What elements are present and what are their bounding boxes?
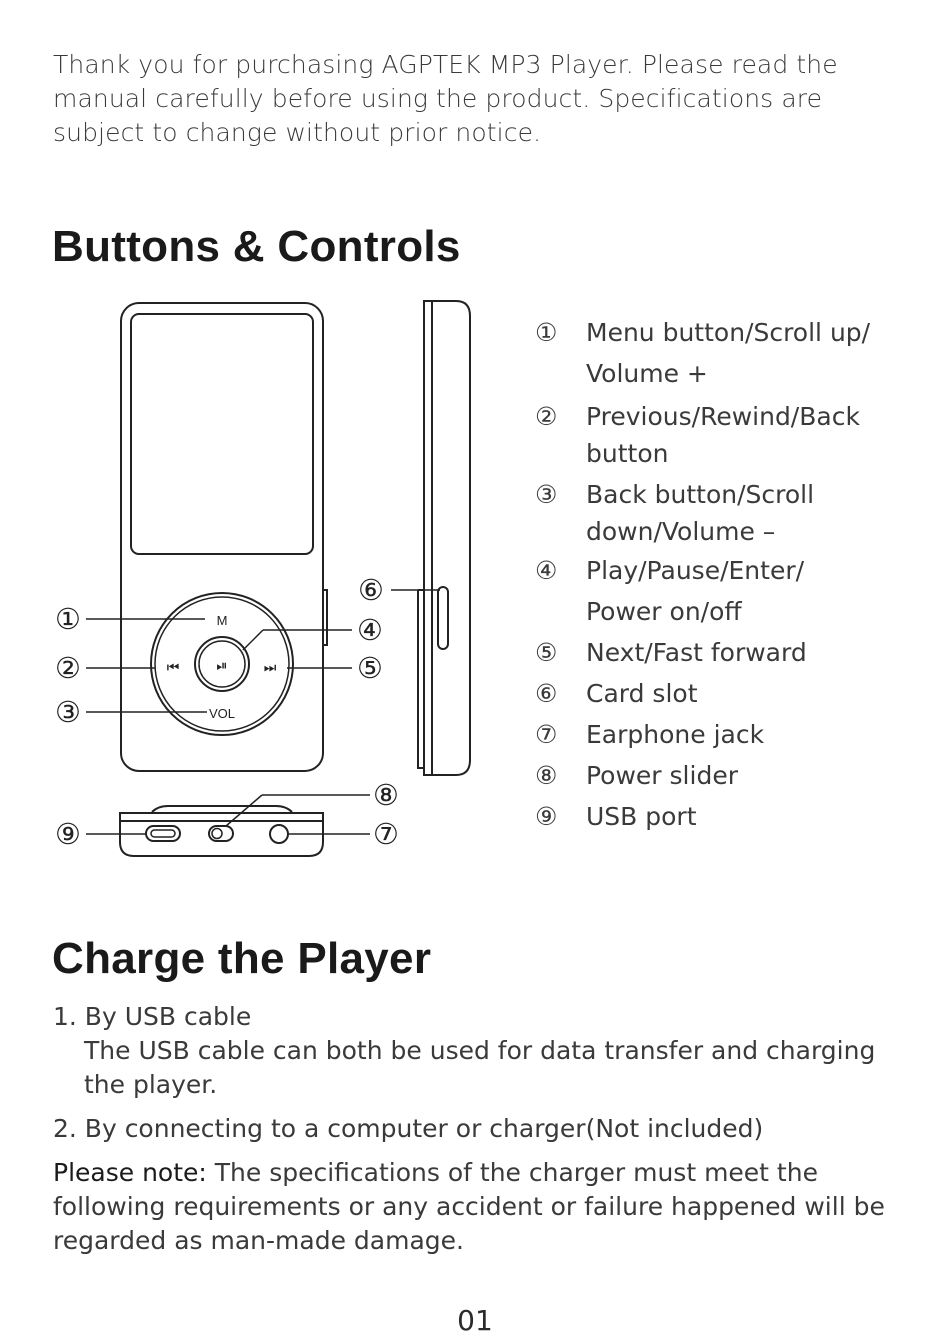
menu-button-label: M <box>217 613 228 628</box>
player-bottom-top-edge <box>151 805 293 813</box>
charge-item-1-title: 1. By USB cable <box>53 1002 252 1031</box>
legend-item: ⑤ Next/Fast forward <box>535 632 935 673</box>
front-side-nub <box>323 589 328 646</box>
player-side-view <box>423 300 471 776</box>
callout-8: ⑧ <box>373 778 399 812</box>
player-diagram: M VOL ⏮ ⏭ ⏯ ① ② ③ ④ ⑤ ⑥ ⑦ ⑧ ⑨ <box>55 300 471 857</box>
player-front-body <box>120 302 324 772</box>
callout-6: ⑥ <box>358 573 384 607</box>
power-slider-icon <box>208 825 234 842</box>
control-wheel <box>150 592 294 736</box>
callout-7: ⑦ <box>373 817 399 851</box>
legend-item: ⑨ USB port <box>535 796 935 837</box>
charge-item-2-title: 2. By connecting to a computer or charge… <box>53 1114 764 1143</box>
callout-4: ④ <box>357 613 383 647</box>
charge-heading: Charge the Player <box>52 934 432 983</box>
legend-number: ① <box>535 318 558 347</box>
charge-section: 1. By USB cable The USB cable can both b… <box>53 1000 913 1258</box>
legend-number: ⑨ <box>535 802 558 831</box>
callout-2: ② <box>55 651 81 685</box>
note-label: Please note: <box>53 1158 207 1187</box>
play-pause-button <box>194 636 250 692</box>
legend-number: ④ <box>535 556 558 585</box>
callout-9: ⑨ <box>55 817 81 851</box>
legend-item: ① Menu button/Scroll up/Volume + <box>535 312 935 394</box>
charge-item-1-body: The USB cable can both be used for data … <box>84 1036 876 1099</box>
legend-item: ⑥ Card slot <box>535 673 935 714</box>
intro-paragraph: Thank you for purchasing AGPTEK MP3 Play… <box>53 50 838 147</box>
callout-3: ③ <box>55 695 81 729</box>
legend-item: ④ Play/Pause/Enter/Power on/off <box>535 550 935 632</box>
callout-5: ⑤ <box>357 651 383 685</box>
legend-item: ⑧ Power slider <box>535 755 935 796</box>
legend-number: ⑤ <box>535 638 558 667</box>
legend-item: ⑦ Earphone jack <box>535 714 935 755</box>
legend-number: ⑥ <box>535 679 558 708</box>
buttons-controls-heading: Buttons & Controls <box>52 222 461 271</box>
next-icon: ⏭ <box>264 659 277 675</box>
charge-note: Please note: The specifications of the c… <box>53 1156 913 1258</box>
legend-number: ⑦ <box>535 720 558 749</box>
player-bottom-view <box>119 812 324 857</box>
vol-button-label: VOL <box>209 706 235 721</box>
callout-1: ① <box>55 602 81 636</box>
note-body: The specifications of the charger must m… <box>53 1158 885 1255</box>
earphone-jack-icon <box>269 824 289 844</box>
legend-number: ③ <box>535 480 558 509</box>
controls-legend: ① Menu button/Scroll up/Volume + ② Previ… <box>535 312 935 837</box>
play-pause-icon: ⏯ <box>216 657 227 673</box>
prev-icon: ⏮ <box>167 659 180 675</box>
card-slot <box>437 586 449 650</box>
legend-number: ② <box>535 402 558 431</box>
player-screen <box>130 313 314 555</box>
legend-number: ⑧ <box>535 761 558 790</box>
page-number: 01 <box>457 1304 493 1337</box>
